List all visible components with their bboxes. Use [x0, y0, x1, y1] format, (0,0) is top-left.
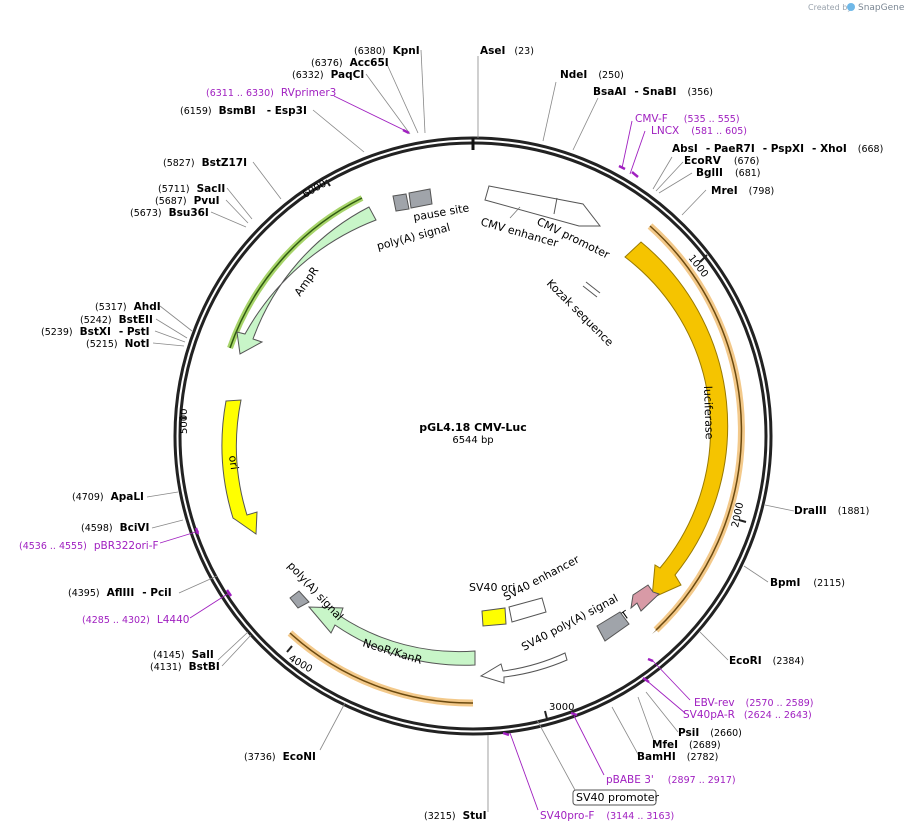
site-noti[interactable]: (5215)NotI — [86, 338, 150, 350]
hpest-arrow — [630, 584, 660, 612]
site-bstxi-psti[interactable]: (5239)BstXI- PstI — [41, 326, 150, 338]
site-psii[interactable]: PsiI(2660) — [678, 727, 742, 739]
primer-l4440[interactable]: (4285 .. 4302)L4440 — [82, 614, 189, 626]
plasmid-length: 6544 bp — [452, 435, 493, 446]
site-acc65i[interactable]: (6376)Acc65I — [311, 57, 389, 69]
kozak-label: Kozak sequence — [544, 277, 616, 349]
site-econi[interactable]: (3736)EcoNI — [244, 751, 316, 763]
primer-sv40pa-r[interactable]: SV40pA-R(2624 .. 2643) — [683, 709, 812, 721]
site-asei[interactable]: AseI(23) — [480, 45, 534, 57]
sv40-ori-label: SV40 ori — [469, 581, 515, 594]
site-bcivi[interactable]: (4598)BciVI — [81, 522, 149, 534]
site-mrei[interactable]: MreI(798) — [711, 185, 774, 197]
primer-ebv-rev[interactable]: EBV-rev(2570 .. 2589) — [694, 697, 814, 709]
ori-arrow — [221, 399, 258, 535]
ampr-arrow — [236, 206, 377, 355]
sv40-polya-box — [596, 611, 630, 642]
luciferase-arrow — [624, 241, 729, 599]
sv40-promoter-arrow — [479, 652, 568, 684]
site-ndei[interactable]: NdeI(250) — [560, 69, 624, 81]
primer-rvprimer3[interactable]: (6311 .. 6330)RVprimer3 — [206, 87, 336, 99]
site-ahdi[interactable]: (5317)AhdI — [95, 301, 161, 313]
sv40-promoter-box — [572, 789, 657, 806]
site-pvui[interactable]: (5687)PvuI — [155, 195, 220, 207]
neor-arrow — [307, 606, 476, 666]
ampr-orf-line — [229, 197, 363, 349]
site-apali[interactable]: (4709)ApaLI — [72, 491, 144, 503]
sv40-enhancer-label: SV40 enhancer — [501, 553, 581, 604]
ori-label: ori — [226, 455, 241, 471]
site-bpmi[interactable]: BpmI(2115) — [770, 577, 845, 589]
site-bstz17i[interactable]: (5827)BstZ17I — [163, 157, 247, 169]
tick-marks: 1000 2000 3000 4000 5000 6000 — [179, 178, 747, 720]
site-bstbi[interactable]: (4131)BstBI — [150, 661, 220, 673]
site-mfei[interactable]: MfeI(2689) — [652, 739, 721, 751]
site-sacii[interactable]: (5711)SacII — [158, 183, 225, 195]
site-afliii-pcii[interactable]: (4395)AflIII- PciI — [68, 587, 172, 599]
snapgene-logo-icon — [847, 3, 855, 11]
site-ecorv[interactable]: EcoRV(676) — [684, 155, 759, 167]
neor-orf-line — [289, 632, 474, 704]
luciferase-orf-line — [649, 225, 743, 631]
site-bamhi[interactable]: BamHI(2782) — [637, 751, 718, 763]
primer-leader-lines — [159, 95, 691, 811]
primer-labels: CMV-F(535 .. 555) LNCX(581 .. 605) EBV-r… — [19, 87, 814, 822]
primer-cmv-f[interactable]: CMV-F(535 .. 555) — [635, 113, 740, 125]
site-sali[interactable]: (4145)SalI — [153, 649, 214, 661]
tick-6000: 6000 — [301, 178, 329, 200]
primer-marks — [194, 128, 654, 737]
site-absi-group[interactable]: AbsI- PaeR7I- PspXI- XhoI(668) — [672, 143, 883, 155]
site-bsteii[interactable]: (5242)BstEII — [80, 314, 153, 326]
tick-5000: 5000 — [179, 409, 190, 434]
sv40-promoter-label: SV40 promoter — [576, 791, 660, 804]
cmv-arrow — [484, 185, 602, 227]
sv40-enhancer-box — [508, 597, 547, 623]
plasmid-name: pGL4.18 CMV-Luc — [419, 421, 527, 434]
pause-site-box — [408, 188, 433, 209]
luciferase-label: luciferase — [701, 386, 716, 440]
site-leader-lines — [146, 49, 795, 812]
polya-top-box — [392, 193, 410, 212]
site-ecori[interactable]: EcoRI(2384) — [729, 655, 804, 667]
tick-2000: 2000 — [730, 501, 746, 528]
credit-text: Created by — [808, 3, 852, 12]
site-draiii[interactable]: DraIII(1881) — [794, 505, 869, 517]
site-bglii[interactable]: BglII(681) — [696, 167, 760, 179]
site-bsu36i[interactable]: (5673)Bsu36I — [130, 207, 209, 219]
polya-top-label: poly(A) signal — [375, 221, 451, 253]
site-paqci[interactable]: (6332)PaqCI — [292, 69, 364, 81]
credit-brand: SnapGene — [858, 3, 905, 13]
tick-3000: 3000 — [549, 702, 574, 713]
site-bsaai-snabi[interactable]: BsaAI- SnaBI(356) — [593, 86, 713, 98]
primer-pbabe-3[interactable]: pBABE 3'(2897 .. 2917) — [606, 774, 736, 786]
site-kpni[interactable]: (6380)KpnI — [354, 45, 420, 57]
polya-left-box — [289, 590, 310, 609]
primer-sv40pro-f[interactable]: SV40pro-F(3144 .. 3163) — [540, 810, 674, 822]
sv40-ori-box — [481, 607, 507, 627]
site-stui[interactable]: (3215)StuI — [424, 810, 487, 822]
site-bsmbi-esp3i[interactable]: (6159)BsmBI- Esp3I — [180, 105, 307, 117]
primer-pbr322ori-f[interactable]: (4536 .. 4555)pBR322ori-F — [19, 540, 159, 552]
restriction-site-labels: AseI(23) NdeI(250) BsaAI- SnaBI(356) Abs… — [41, 45, 883, 822]
primer-lncx[interactable]: LNCX(581 .. 605) — [651, 125, 747, 137]
